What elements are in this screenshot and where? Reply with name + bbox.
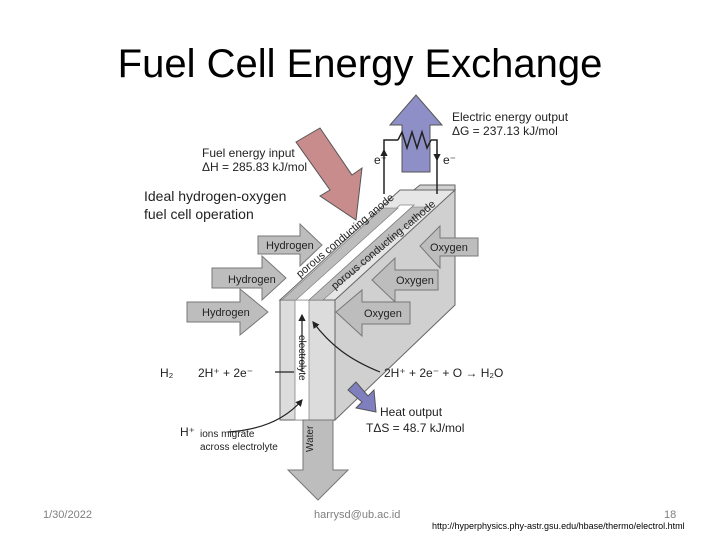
- hydrogen-arrow-1: [257, 222, 323, 268]
- resistor: [397, 129, 432, 151]
- hydrogen-label-2: Hydrogen: [228, 274, 276, 286]
- heat-output-arrow: [347, 381, 377, 413]
- anode-reaction-products: 2H⁺ + 2e⁻: [198, 366, 253, 380]
- ion-migrate-pointer: [227, 399, 303, 433]
- anode-band: [281, 207, 399, 301]
- slide-date: 1/30/2022: [43, 509, 92, 521]
- oxygen-arrow-3: [335, 288, 411, 338]
- fuel-input-arrow: [295, 127, 363, 221]
- fuel-input-value: ΔH = 285.83 kJ/mol: [202, 160, 307, 174]
- circuit-wire: [383, 139, 398, 194]
- oxygen-arrow-2: [371, 256, 439, 304]
- source-url[interactable]: http://hyperphysics.phy-astr.gsu.edu/hba…: [432, 521, 685, 531]
- electron-left-label: e⁻: [374, 153, 387, 167]
- ion-h-label: H⁺: [180, 425, 195, 439]
- ion-path-cathode: [312, 321, 381, 373]
- water-arrow: [286, 419, 350, 501]
- slide-page-number: 18: [664, 509, 677, 521]
- heat-output-value: TΔS = 48.7 kJ/mol: [366, 421, 464, 435]
- hydrogen-label-1: Hydrogen: [266, 240, 314, 252]
- anode-reaction-h2: H₂: [160, 366, 174, 380]
- slide-footer-email: harrysd@ub.ac.id: [314, 509, 401, 521]
- oxygen-label-3: Oxygen: [364, 308, 402, 320]
- electron-right-label: e⁻: [443, 153, 456, 167]
- electric-output-value: ΔG = 237.13 kJ/mol: [452, 124, 558, 138]
- electric-output-label: Electric energy output: [452, 110, 569, 124]
- cathode-band: [308, 206, 429, 301]
- electrolyte-label: electrolyte: [296, 335, 307, 381]
- slide-title: Fuel Cell Energy Exchange: [117, 42, 603, 86]
- circuit-wire-right: [431, 139, 438, 194]
- electric-output-arrow: [388, 94, 444, 173]
- heat-output-label: Heat output: [380, 405, 443, 419]
- hydrogen-label-3: Hydrogen: [202, 307, 250, 319]
- water-label: Water: [305, 425, 316, 452]
- oxygen-arrow-1: [419, 224, 479, 270]
- ideal-line-2: fuel cell operation: [144, 206, 254, 222]
- oxygen-label-2: Oxygen: [396, 275, 434, 287]
- ideal-line-1: Ideal hydrogen-oxygen: [144, 188, 286, 204]
- ion-line-1: ions migrate: [200, 429, 255, 440]
- oxygen-label-1: Oxygen: [430, 242, 468, 254]
- fuel-input-label: Fuel energy input: [202, 146, 295, 160]
- cathode-reaction: 2H⁺ + 2e⁻ + O → H₂O: [384, 366, 503, 380]
- ion-line-2: across electrolyte: [200, 442, 278, 453]
- hydrogen-arrow-3: [186, 287, 269, 337]
- hydrogen-arrow-2: [211, 254, 287, 302]
